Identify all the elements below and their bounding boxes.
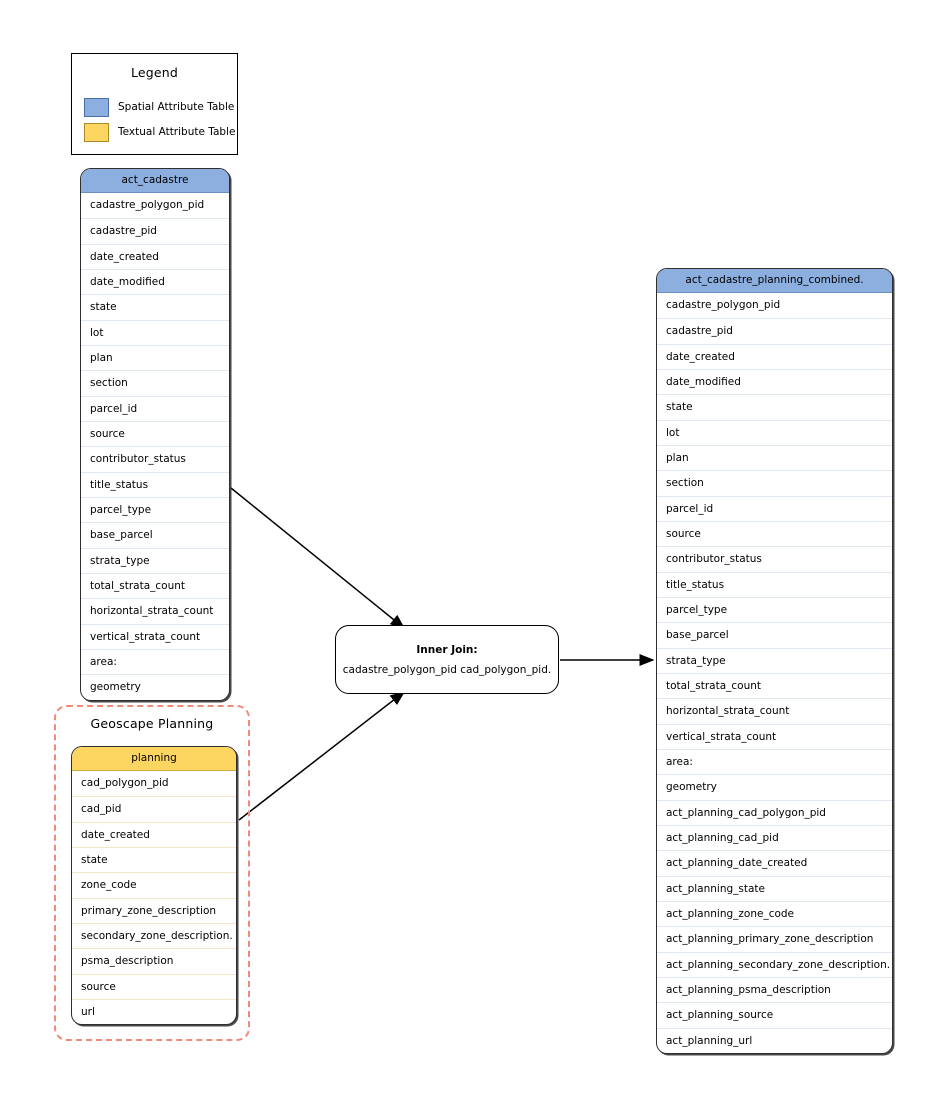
table-header-title: act_cadastre (81, 169, 229, 193)
table-row[interactable]: total_strata_count (81, 572, 229, 598)
table-row[interactable]: lot (657, 419, 892, 445)
table-row[interactable]: parcel_id (81, 395, 229, 421)
table-row[interactable]: cad_polygon_pid (81, 777, 169, 789)
connector-planning-to-join (238, 691, 406, 821)
legend-item-spatial: Spatial Attribute Table (84, 96, 237, 118)
table-row[interactable]: base_parcel (657, 622, 892, 647)
table-row[interactable]: plan (657, 444, 892, 470)
legend-item-textual: Textual Attribute Table (84, 121, 237, 143)
table-row[interactable]: date_modified (657, 368, 892, 394)
table-row[interactable]: geometry (657, 774, 892, 799)
table-row[interactable]: date_created (72, 821, 236, 847)
table-row[interactable]: primary_zone_description (72, 897, 236, 923)
table-row[interactable]: zone_code (72, 872, 236, 897)
join-title: Inner Join: (416, 643, 478, 656)
table-row[interactable]: contributor_status (81, 446, 229, 471)
table-act-cadastre-planning-combined[interactable]: act_cadastre_planning_combined. cadastre… (656, 268, 893, 1054)
legend-panel: Legend Spatial Attribute Table Textual A… (71, 53, 238, 155)
legend-item-label: Spatial Attribute Table (118, 101, 235, 113)
table-row[interactable]: act_planning_url (657, 1027, 892, 1053)
table-row[interactable]: source (72, 973, 236, 999)
table-row[interactable]: lot (81, 319, 229, 345)
table-row[interactable]: source (657, 520, 892, 546)
table-row[interactable]: cad_pid (72, 796, 236, 821)
table-row[interactable]: cadastre_pid (81, 218, 229, 243)
table-row[interactable]: section (657, 470, 892, 495)
table-row[interactable]: url (72, 998, 236, 1024)
legend-items: Spatial Attribute Table Textual Attribut… (72, 96, 237, 143)
table-row[interactable]: plan (81, 344, 229, 370)
table-row[interactable]: parcel_type (81, 496, 229, 522)
table-row[interactable]: cadastre_polygon_pid (90, 199, 205, 211)
table-row[interactable]: vertical_strata_count (657, 723, 892, 749)
table-row[interactable]: act_planning_primary_zone_description (657, 926, 892, 951)
yellow-square-icon (84, 122, 109, 142)
table-row[interactable]: parcel_id (657, 495, 892, 521)
table-row[interactable]: contributor_status (657, 546, 892, 571)
table-row[interactable]: strata_type (81, 547, 229, 573)
blue-square-icon (84, 97, 109, 117)
table-row[interactable]: cadastre_pid (657, 318, 892, 343)
legend-item-label: Textual Attribute Table (118, 126, 236, 138)
table-row[interactable]: act_planning_psma_description (657, 976, 892, 1002)
join-condition: cadastre_polygon_pid cad_polygon_pid. (342, 663, 552, 676)
table-row[interactable]: state (81, 294, 229, 319)
table-header-title: act_cadastre_planning_combined. (657, 269, 892, 293)
table-row[interactable]: base_parcel (81, 522, 229, 547)
table-row[interactable]: total_strata_count (657, 672, 892, 698)
group-geoscape-planning: Geoscape Planning (54, 705, 250, 1041)
table-row[interactable]: title_status (81, 471, 229, 497)
table-row[interactable]: cadastre_polygon_pid (666, 299, 781, 311)
table-header-title: planning (72, 747, 236, 771)
connector-cadastre-to-join (230, 487, 406, 629)
table-row[interactable]: state (657, 394, 892, 419)
legend-title: Legend (130, 65, 179, 80)
table-row[interactable]: date_modified (81, 268, 229, 294)
inner-join-node[interactable]: Inner Join: cadastre_polygon_pid cad_pol… (335, 625, 559, 694)
table-row[interactable]: area: (657, 748, 892, 774)
table-row[interactable]: parcel_type (657, 596, 892, 622)
table-row[interactable]: psma_description (72, 948, 236, 973)
table-row[interactable]: horizontal_strata_count (81, 598, 229, 623)
table-row[interactable]: act_planning_date_created (657, 850, 892, 875)
table-row[interactable]: act_planning_cad_polygon_pid (657, 799, 892, 825)
table-row[interactable]: horizontal_strata_count (657, 698, 892, 723)
table-row[interactable]: act_planning_zone_code (657, 900, 892, 926)
group-title: Geoscape Planning (90, 716, 214, 731)
table-row[interactable]: geometry (81, 674, 229, 699)
table-row[interactable]: date_created (81, 243, 229, 269)
table-row[interactable]: secondary_zone_description. (72, 922, 236, 948)
table-row[interactable]: act_planning_source (657, 1002, 892, 1027)
table-row[interactable]: section (81, 370, 229, 395)
table-row[interactable]: act_planning_secondary_zone_description. (657, 951, 892, 977)
table-row[interactable]: title_status (657, 571, 892, 597)
table-row[interactable]: date_created (657, 343, 892, 369)
table-row[interactable]: vertical_strata_count (81, 623, 229, 649)
table-row[interactable]: act_planning_cad_pid (657, 824, 892, 850)
table-row[interactable]: strata_type (657, 647, 892, 673)
table-row[interactable]: source (81, 420, 229, 446)
table-row[interactable]: area: (81, 648, 229, 674)
table-row[interactable]: state (72, 846, 236, 872)
table-row[interactable]: act_planning_state (657, 875, 892, 901)
